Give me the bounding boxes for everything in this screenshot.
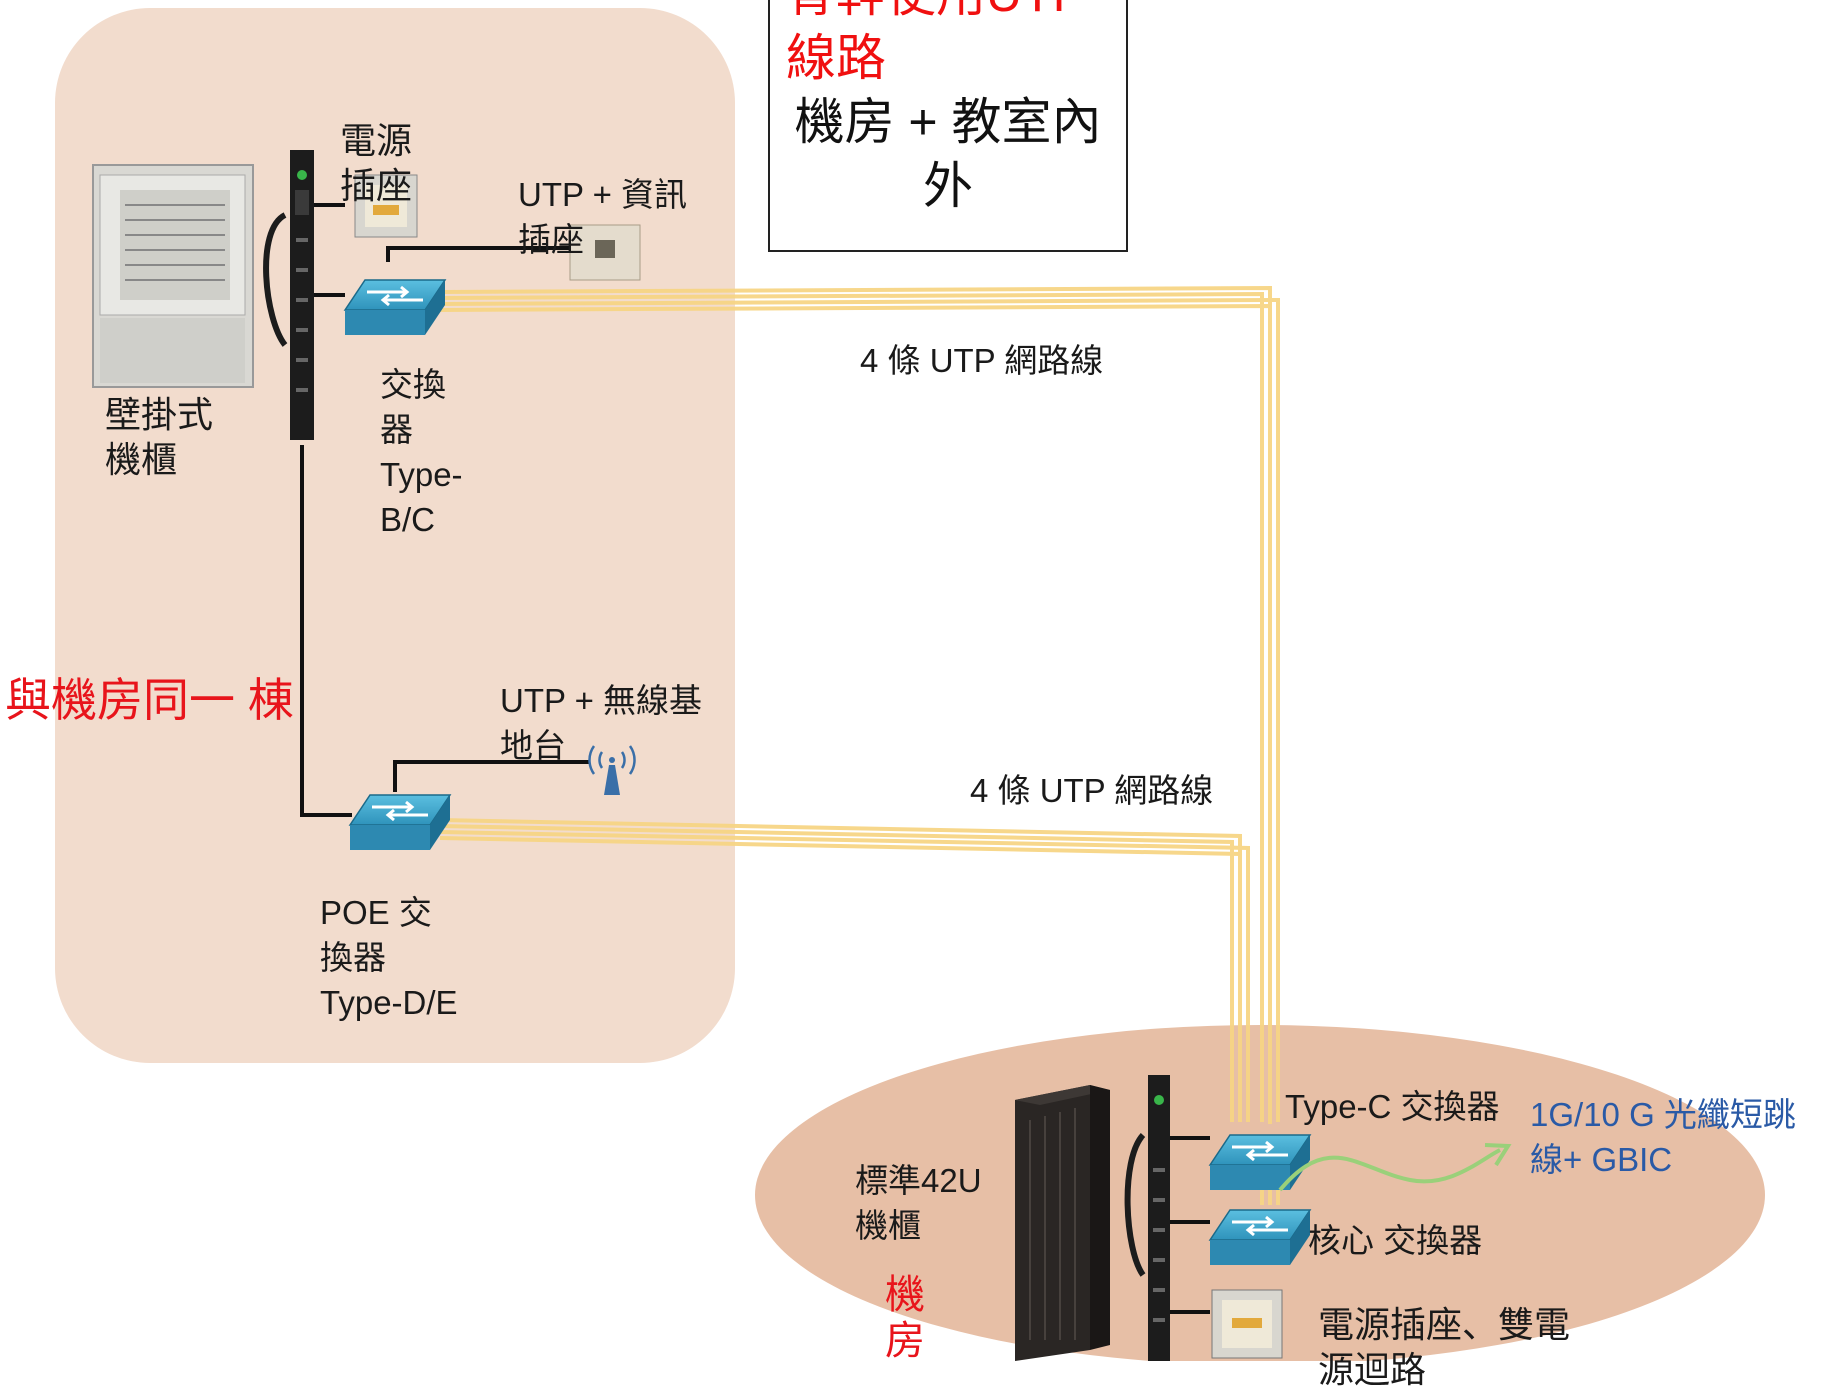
power-outlet-label: 電源 插座 xyxy=(340,120,413,206)
title-box: 骨幹使用UTP 線路 機房 + 教室內 外 xyxy=(768,0,1128,252)
rack-42u-icon xyxy=(1015,1085,1110,1361)
core-switch-label: 核心 交換器 xyxy=(1308,1222,1483,1259)
diagram-canvas xyxy=(55,8,1765,1361)
core-switch-icon xyxy=(1208,1208,1312,1267)
fiber-arrow-icon xyxy=(1278,1143,1512,1192)
wireless-ap-icon xyxy=(588,745,636,795)
wire-ap xyxy=(393,760,590,792)
wall-cabinet-label: 壁掛式 機櫃 xyxy=(105,394,214,480)
switch-bc-label: 交換 器 Type- B/C xyxy=(380,366,463,538)
utp-bundle-upper-2 xyxy=(439,291,1264,1122)
title-red-text: 骨幹使用UTP 線路 xyxy=(786,0,1086,86)
building-zone-label: 與機房同一 棟 xyxy=(5,674,294,726)
power-outlet-icon xyxy=(354,174,418,238)
utp-bundle-lower-2 xyxy=(439,824,1234,1122)
poe-switch-icon xyxy=(348,793,452,852)
power-dual-circuit-label: 電源插座、雙電 源迴路 xyxy=(1318,1304,1571,1390)
type-c-switch-label: Type-C 交換器 xyxy=(1285,1088,1500,1125)
switch-bc-icon xyxy=(343,278,447,337)
info-outlet-label: UTP + 資訊 插座 xyxy=(518,176,688,258)
wire-info-outlet xyxy=(386,246,570,262)
fiber-label: 1G/10 G 光纖短跳 線+ GBIC xyxy=(1530,1096,1796,1178)
pdu-room-icon xyxy=(1124,1075,1170,1361)
utp-link-lower-label: 4 條 UTP 網路線 xyxy=(970,772,1214,809)
title-black-text: 機房 + 教室內 外 xyxy=(794,94,1102,214)
utp-link-upper-label: 4 條 UTP 網路線 xyxy=(860,342,1104,379)
wall-cabinet-icon xyxy=(92,164,254,388)
wire-cabinet-poe xyxy=(300,445,352,817)
poe-switch-label: POE 交 換器 Type-D/E xyxy=(320,894,458,1021)
power-outlet-room-icon xyxy=(1211,1289,1283,1359)
info-outlet-icon xyxy=(569,224,641,281)
rack-42u-label: 標準42U 機櫃 xyxy=(855,1162,982,1244)
utp-bundle-lower-4 xyxy=(439,836,1242,1122)
type-c-switch-icon xyxy=(1208,1133,1312,1192)
server-room-label: 機 房 xyxy=(885,1273,925,1363)
wireless-label: UTP + 無線基 地台 xyxy=(500,682,703,764)
utp-bundle-upper-3 xyxy=(439,297,1280,1122)
utp-bundle-lower-3 xyxy=(439,830,1250,1122)
utp-bundle-upper-4 xyxy=(439,303,1272,1124)
pdu-icon xyxy=(263,150,314,440)
